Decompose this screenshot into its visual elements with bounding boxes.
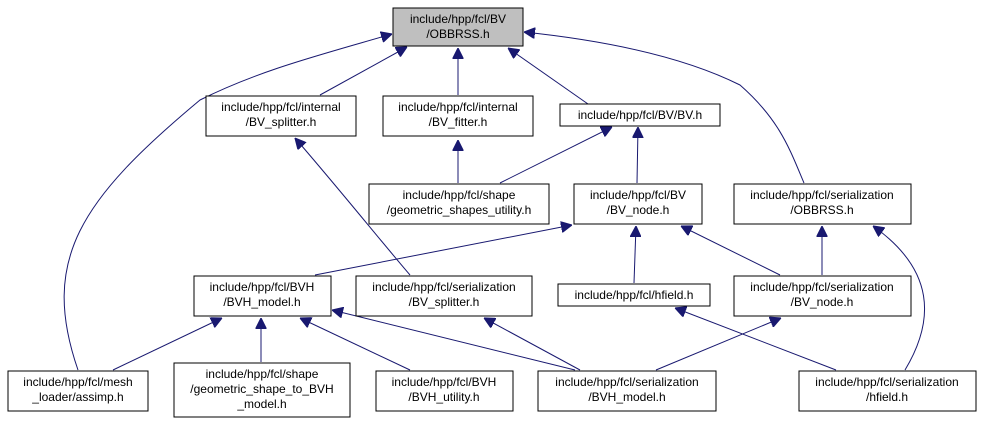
node-shape-geometric-shape-to-bvh-model-line-3: _model.h	[236, 397, 286, 411]
edge-mesh-loader-assimp-to-obbrss	[63, 34, 392, 371]
node-hfield-line-1: include/hpp/fcl/hfield.h	[575, 288, 694, 302]
node-serialization-bv-splitter-line-2: /BV_splitter.h	[409, 295, 480, 309]
node-shape-geometric-shapes-utility-line-2: /geometric_shapes_utility.h	[387, 203, 532, 217]
node-bvh-bvh-utility-line-2: /BVH_utility.h	[408, 390, 479, 404]
edge-serialization-bvh-model-to-serialization-bv-splitter	[484, 318, 581, 371]
edge-internal-bv-splitter-to-obbrss	[319, 47, 407, 96]
node-bv-bv-node[interactable]: include/hpp/fcl/BV /BV_node.h	[573, 183, 703, 225]
edge-serialization-bv-splitter-to-internal-bv-splitter	[295, 138, 411, 276]
node-bvh-bvh-model-line-2: /BVH_model.h	[223, 295, 300, 309]
node-serialization-bvh-model[interactable]: include/hpp/fcl/serialization /BVH_model…	[537, 370, 717, 412]
edge-bvh-utility-to-bvh-model	[300, 318, 411, 371]
edge-serialization-obbrss-to-obbrss	[524, 32, 805, 184]
node-bv-obbrss[interactable]: include/hpp/fcl/BV /OBBRSS.h	[392, 7, 524, 47]
node-serialization-bv-node-line-1: include/hpp/fcl/serialization	[750, 280, 893, 294]
node-serialization-bvh-model-line-2: /BVH_model.h	[588, 390, 665, 404]
node-serialization-obbrss-line-1: include/hpp/fcl/serialization	[750, 188, 893, 202]
edge-shapes-utility-to-bv-bv	[499, 127, 612, 184]
node-internal-bv-splitter-line-2: /BV_splitter.h	[246, 115, 317, 129]
node-shape-geometric-shape-to-bvh-model-line-2: /geometric_shape_to_BVH	[190, 382, 333, 396]
edges	[63, 32, 926, 371]
node-internal-bv-fitter[interactable]: include/hpp/fcl/internal /BV_fitter.h	[382, 95, 534, 137]
node-mesh-loader-assimp-line-1: include/hpp/fcl/mesh	[23, 375, 132, 389]
node-bvh-bvh-model[interactable]: include/hpp/fcl/BVH /BVH_model.h	[193, 275, 332, 317]
node-serialization-hfield[interactable]: include/hpp/fcl/serialization /hfield.h	[798, 370, 977, 412]
node-internal-bv-splitter-line-1: include/hpp/fcl/internal	[221, 100, 340, 114]
node-bv-obbrss-line-2: /OBBRSS.h	[426, 27, 489, 41]
node-serialization-bv-splitter[interactable]: include/hpp/fcl/serialization /BV_splitt…	[355, 275, 533, 317]
node-serialization-hfield-line-2: /hfield.h	[866, 390, 908, 404]
edge-bvh-model-to-bv-node	[314, 225, 572, 276]
node-bv-bv[interactable]: include/hpp/fcl/BV/BV.h	[559, 103, 721, 127]
node-mesh-loader-assimp-line-2: _loader/assimp.h	[31, 390, 123, 404]
node-shape-geometric-shape-to-bvh-model[interactable]: include/hpp/fcl/shape /geometric_shape_t…	[173, 362, 351, 418]
node-hfield[interactable]: include/hpp/fcl/hfield.h	[557, 283, 711, 307]
node-shape-geometric-shapes-utility-line-1: include/hpp/fcl/shape	[403, 188, 516, 202]
edge-serialization-bvh-model-to-bvh-model	[332, 310, 576, 371]
node-bvh-bvh-model-line-1: include/hpp/fcl/BVH	[210, 280, 315, 294]
node-shape-geometric-shape-to-bvh-model-line-1: include/hpp/fcl/shape	[206, 367, 319, 381]
node-bv-bv-line-1: include/hpp/fcl/BV/BV.h	[578, 108, 702, 122]
edge-hfield-to-bv-node	[634, 226, 636, 284]
node-serialization-bv-node[interactable]: include/hpp/fcl/serialization /BV_node.h	[733, 275, 912, 317]
node-bvh-bvh-utility-line-1: include/hpp/fcl/BVH	[392, 375, 497, 389]
edge-serialization-bv-node-to-bv-node	[681, 226, 781, 276]
edge-serialization-bvh-model-to-serialization-bv-node	[655, 318, 781, 371]
node-serialization-bv-splitter-line-1: include/hpp/fcl/serialization	[372, 280, 515, 294]
node-serialization-obbrss-line-2: /OBBRSS.h	[790, 203, 853, 217]
edge-bv-node-to-bv-bv	[637, 127, 638, 184]
edge-serialization-hfield-to-hfield	[675, 308, 837, 371]
edge-mesh-loader-assimp-to-bvh-model	[112, 318, 222, 371]
node-bvh-bvh-utility[interactable]: include/hpp/fcl/BVH /BVH_utility.h	[375, 370, 514, 412]
node-serialization-bv-node-line-2: /BV_node.h	[791, 295, 854, 309]
node-internal-bv-fitter-line-1: include/hpp/fcl/internal	[398, 100, 517, 114]
edge-serialization-hfield-to-serialization-obbrss	[873, 226, 926, 371]
node-mesh-loader-assimp[interactable]: include/hpp/fcl/mesh _loader/assimp.h	[7, 370, 149, 412]
node-serialization-obbrss[interactable]: include/hpp/fcl/serialization /OBBRSS.h	[733, 183, 912, 225]
node-bv-bv-node-line-2: /BV_node.h	[607, 203, 670, 217]
node-bv-bv-node-line-1: include/hpp/fcl/BV	[590, 188, 686, 202]
node-shape-geometric-shapes-utility[interactable]: include/hpp/fcl/shape /geometric_shapes_…	[368, 183, 550, 225]
node-serialization-bvh-model-line-1: include/hpp/fcl/serialization	[555, 375, 698, 389]
node-bv-obbrss-line-1: include/hpp/fcl/BV	[410, 12, 506, 26]
edge-bv-bv-to-obbrss	[508, 48, 589, 105]
node-serialization-hfield-line-1: include/hpp/fcl/serialization	[815, 375, 958, 389]
node-internal-bv-splitter[interactable]: include/hpp/fcl/internal /BV_splitter.h	[205, 95, 357, 137]
node-internal-bv-fitter-line-2: /BV_fitter.h	[429, 115, 488, 129]
